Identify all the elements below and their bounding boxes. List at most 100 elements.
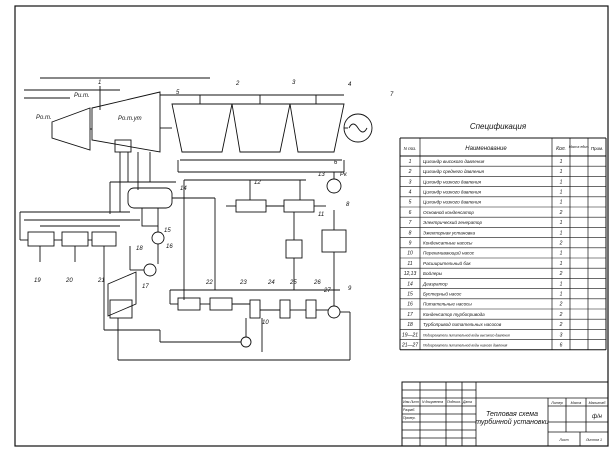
- title-block: [401, 381, 609, 447]
- spec-row-name: Турбопривод питательных насосов: [423, 322, 502, 327]
- spec-row-qty: 1: [560, 251, 563, 257]
- spec-header-name: Наименование: [465, 146, 507, 152]
- spec-row-num: 21—27: [401, 343, 418, 349]
- spec-row-name: Расширительный бак: [423, 260, 472, 266]
- spec-row-num: 11: [407, 261, 412, 267]
- callout-19: 19: [34, 278, 41, 284]
- title-block-sheets: Листов 1: [585, 438, 602, 442]
- spec-row-qty: 1: [560, 190, 563, 196]
- lp-heater-22: [177, 297, 201, 311]
- spec-row-qty: 2: [559, 322, 563, 328]
- callout-23: 23: [239, 280, 247, 286]
- spec-row-name: Электрический генератор: [423, 219, 482, 225]
- label-p-left: Pо.т.: [36, 115, 52, 121]
- label-p-mid: Pо.т.ут: [118, 116, 142, 122]
- title-block-mass: Масса: [571, 401, 582, 405]
- title-block-col-sign: Подпись: [447, 400, 461, 404]
- spec-row-qty: 2: [559, 210, 563, 216]
- generator: [343, 113, 373, 143]
- spec-row-num: 7: [409, 220, 412, 226]
- spec-row-qty: 2: [559, 241, 563, 247]
- title-block-scale: ф/н: [592, 414, 603, 420]
- spec-row-qty: 1: [560, 261, 563, 267]
- spec-title: Спецификация: [470, 122, 527, 131]
- callout-4: 4: [348, 82, 352, 88]
- turbodrive: [107, 271, 137, 317]
- spec-row-num: 16: [407, 302, 413, 308]
- title-block-title-1: Тепловая схема: [486, 411, 538, 418]
- callout-2: 2: [235, 81, 240, 87]
- spec-row-name: Бойлеры: [423, 270, 443, 276]
- callout-22: 22: [205, 280, 213, 286]
- spec-row-num: 4: [409, 190, 412, 196]
- callout-27: 27: [323, 288, 331, 294]
- spec-row-num: 1: [409, 159, 412, 165]
- ejector-unit: [321, 229, 347, 253]
- booster-pump: [151, 231, 165, 245]
- spec-row-name: Перекачивающий насос: [423, 250, 475, 256]
- boiler-12: [235, 199, 267, 213]
- spec-row-num: 10: [407, 251, 413, 257]
- lp-heater-24: [249, 299, 261, 319]
- spec-row-qty: 1: [560, 281, 563, 287]
- deaerator: [127, 187, 173, 209]
- title-block-col-doc: N документа: [422, 400, 443, 404]
- spec-row-qty: 1: [560, 292, 563, 298]
- spec-row-qty: 2: [559, 302, 563, 308]
- spec-row-name: Цилиндр среднего давления: [423, 169, 485, 174]
- spec-row-qty: 1: [560, 230, 563, 236]
- callout-9: 9: [348, 286, 352, 292]
- lp-cylinder-3: [171, 103, 233, 153]
- callout-21: 21: [97, 278, 105, 284]
- transfer-pump: [240, 336, 252, 348]
- turbodrive-condenser: [109, 299, 133, 319]
- spec-row-num: 3: [409, 179, 412, 185]
- spec-row-qty: 2: [559, 271, 563, 277]
- spec-row-name: Подогреватели питательной воды высокого …: [423, 333, 510, 337]
- title-block-row-izm: Изм.Лист: [403, 400, 419, 404]
- spec-row-num: 19—21: [402, 332, 418, 338]
- title-block-lit: Литер: [550, 401, 562, 405]
- spec-row-num: 6: [409, 210, 412, 216]
- callout-11: 11: [318, 212, 324, 218]
- lp-heater-26: [305, 299, 317, 319]
- callout-3: 3: [292, 80, 296, 86]
- spec-row-name: Основной конденсатор: [423, 209, 474, 215]
- spec-row-num: 15: [407, 292, 413, 298]
- spec-row-num: 14: [407, 281, 413, 287]
- spec-row-name: Эжекторная установка: [423, 230, 475, 235]
- main-condenser: [326, 178, 342, 194]
- spec-row-qty: 1: [560, 200, 563, 206]
- spec-row-name: Бустерный насос: [423, 291, 462, 297]
- callout-17: 17: [142, 284, 149, 290]
- callout-10: 10: [262, 320, 269, 326]
- spec-row-qty: 1: [560, 179, 563, 185]
- callout-15: 15: [164, 228, 171, 234]
- spec-row-qty: 1: [560, 220, 563, 226]
- callout-26: 26: [313, 280, 321, 286]
- spec-row-name: Цилиндр низкого давления: [423, 190, 481, 195]
- callout-12: 12: [254, 180, 261, 186]
- title-block-sheet: Лист: [558, 438, 568, 442]
- callout-24: 24: [267, 280, 275, 286]
- spec-row-qty: 1: [560, 159, 563, 165]
- expansion-tank: [285, 239, 303, 259]
- spec-row-num: 18: [407, 322, 413, 328]
- spec-row-name: Цилиндр низкого давления: [423, 179, 481, 184]
- callout-18: 18: [136, 246, 143, 252]
- title-block-row-prover: Провер.: [403, 416, 416, 420]
- callout-8: 8: [346, 202, 350, 208]
- hp-cylinder: [51, 107, 91, 151]
- callout-14: 14: [180, 186, 187, 192]
- callout-13: 13: [318, 172, 325, 178]
- callout-25: 25: [289, 280, 297, 286]
- lp-cylinder-5: [289, 103, 345, 153]
- spec-row-name: Цилиндр низкого давления: [423, 200, 481, 205]
- spec-row-num: 2: [408, 169, 412, 175]
- hp-heater-21: [91, 231, 117, 247]
- spec-row-name: Питательные насосы: [423, 302, 472, 307]
- callout-16: 16: [166, 244, 173, 250]
- label-p-top: Pи.т.: [74, 93, 90, 99]
